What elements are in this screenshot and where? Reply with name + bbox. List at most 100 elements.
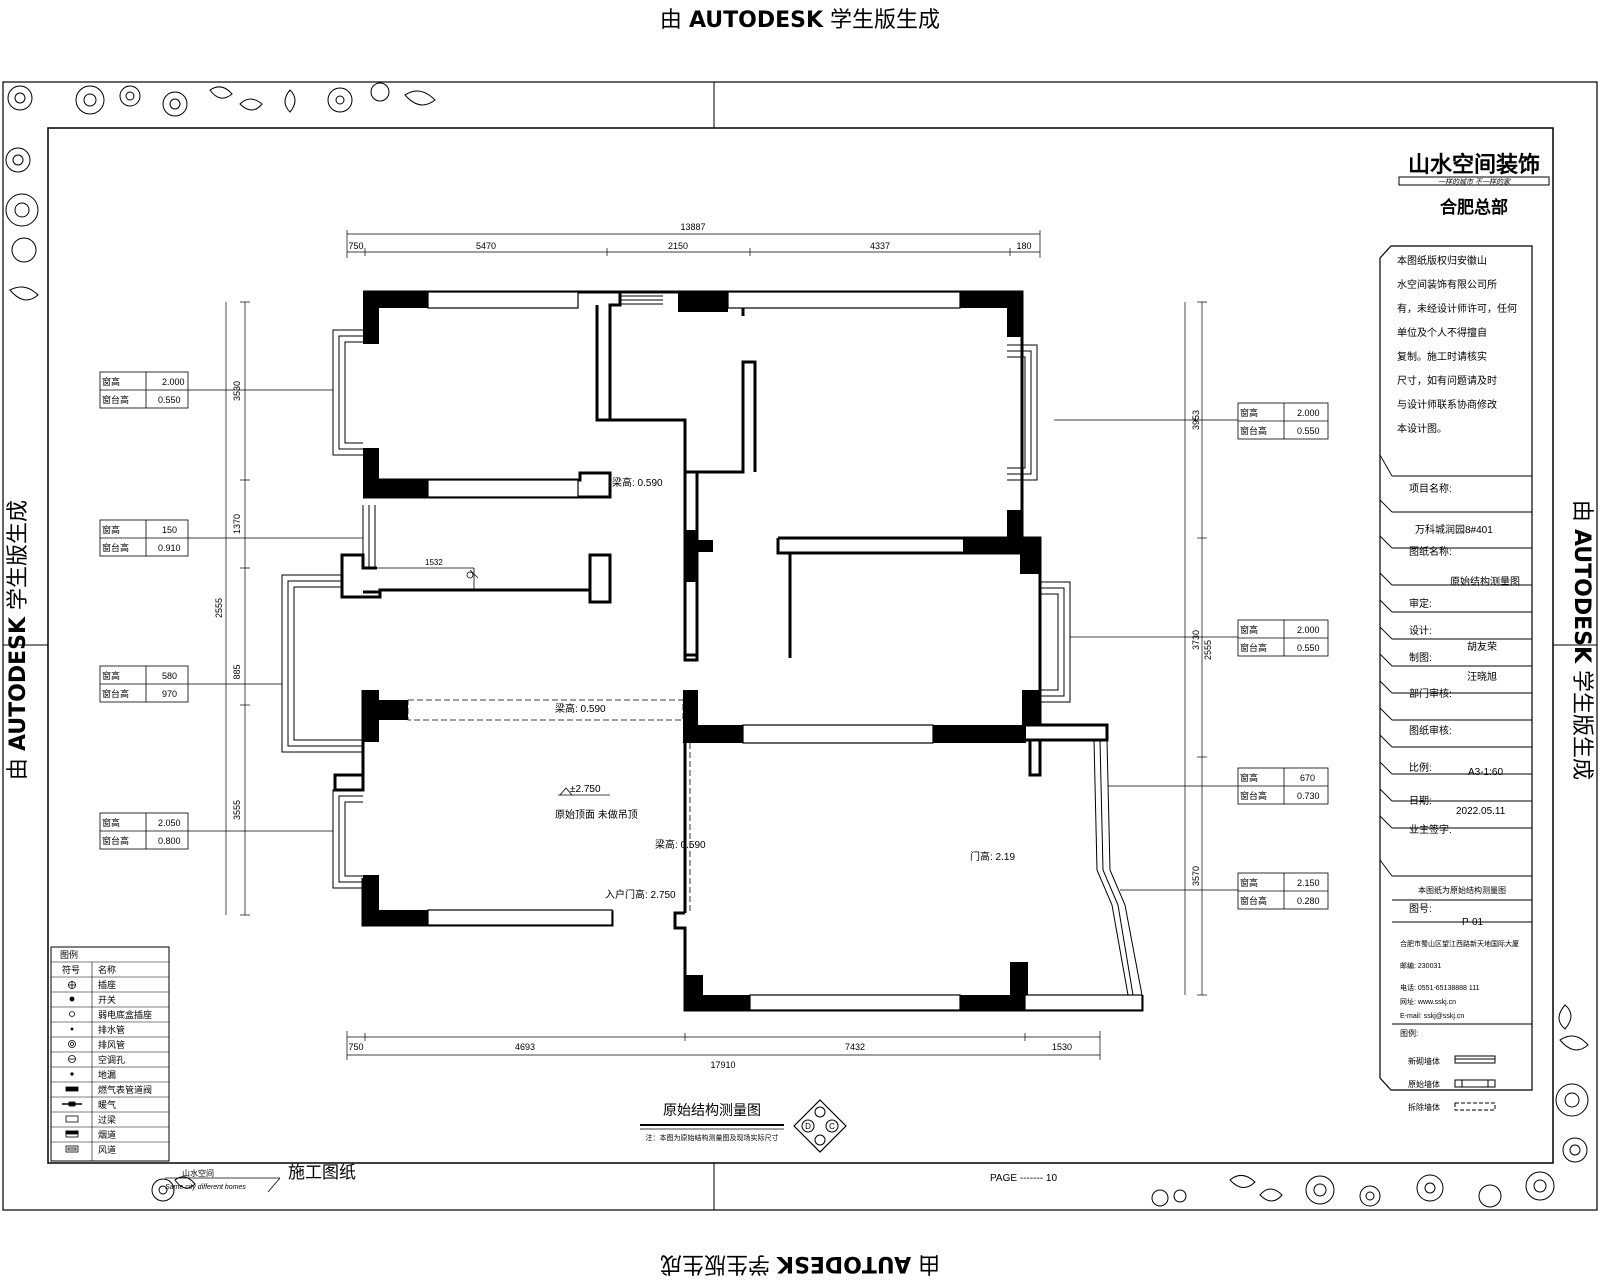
legend-item: 暖气 (98, 1099, 116, 1110)
notice-line: 有，未经设计师许可，任何 (1397, 302, 1517, 315)
company-email: E-mail: sskj@sskj.cn (1400, 1013, 1464, 1020)
svg-text:2.050: 2.050 (158, 818, 181, 828)
window-callout: 窗高 670 窗台高 0.730 (1237, 767, 1329, 805)
svg-text:0.550: 0.550 (158, 395, 181, 405)
beam-label: 梁高: 0.590 (655, 838, 706, 851)
decor-top-left (5, 82, 436, 301)
company-slogan-box (1398, 176, 1550, 186)
window-callouts-left: 窗高 2.000 窗台高 0.550 窗高 150 窗台高 0.910 窗高 5… (99, 371, 189, 850)
svg-text:0.910: 0.910 (158, 543, 181, 553)
legend-item: 地漏 (98, 1069, 116, 1080)
legend-item: 风道 (98, 1144, 116, 1155)
wm-prefix: 由 (659, 8, 682, 33)
svg-text:窗台高: 窗台高 (1240, 425, 1267, 436)
beam-label: 梁高: 0.590 (612, 476, 663, 489)
window-callout: 窗高 2.150 窗台高 0.280 (1237, 872, 1329, 910)
notice-text: 本图纸版权归安徽山 水空间装饰有限公司所 有，未经设计师许可，任何 单位及个人不… (1397, 254, 1517, 435)
svg-text:窗高: 窗高 (1240, 772, 1258, 783)
dim-top: 2150 (668, 241, 688, 251)
window-callout: 窗高 2.000 窗台高 0.550 (1237, 619, 1329, 657)
company-address: 合肥市蜀山区望江西路新天地国际大厦 (1400, 939, 1519, 948)
legend-item: 空调孔 (98, 1054, 125, 1065)
svg-text:0.800: 0.800 (158, 836, 181, 846)
legend-title: 图例 (60, 949, 78, 960)
dim-bottom: 4693 (515, 1042, 535, 1052)
floor-plan (281, 290, 1144, 1012)
compass-icon: D C (793, 1099, 847, 1153)
svg-text:2.150: 2.150 (1297, 878, 1320, 888)
decor-bottom-left (151, 1176, 196, 1202)
dim-right: 3570 (1191, 866, 1201, 886)
drawing-name-label: 图纸名称: (1409, 545, 1452, 558)
wall-type-swatches (1454, 1055, 1496, 1111)
svg-text:窗高: 窗高 (102, 817, 120, 828)
svg-text:0.550: 0.550 (1297, 426, 1320, 436)
structural-columns (363, 292, 1040, 1010)
window-callout-leaders (188, 389, 1238, 891)
svg-text:窗高: 窗高 (102, 376, 120, 387)
dim-top: 5470 (476, 241, 496, 251)
decor-bottom-right (1151, 1004, 1589, 1208)
svg-text:窗高: 窗高 (1240, 877, 1258, 888)
notice-line: 本设计图。 (1397, 422, 1447, 435)
notice-line: 尺寸，如有问题请及时 (1397, 374, 1497, 387)
watermark-top: 由 AUTODESK 学生版生成 (0, 2, 1600, 34)
dimension-texts: 13887 750 5470 2150 4337 180 750 4693 74… (214, 222, 1213, 1070)
dim-bottom: 750 (348, 1042, 363, 1052)
title-block-frame (1379, 245, 1533, 1091)
inner-dim-label: 1532 (425, 558, 443, 567)
legend-symbols (62, 981, 82, 1153)
date-label: 日期: (1409, 795, 1432, 807)
title-block-rows (1379, 454, 1532, 1025)
legend-item: 排风管 (98, 1039, 125, 1050)
footer-brand: 山水空间 (182, 1168, 214, 1178)
design-label: 设计: (1409, 624, 1432, 637)
inner-dim-marker (377, 567, 479, 590)
company-branch: 合肥总部 (1440, 197, 1508, 217)
wm-suffix: 学生版生成 (830, 8, 941, 33)
legend-header: 名称 (98, 964, 116, 975)
svg-text:150: 150 (162, 525, 177, 535)
svg-text:窗高: 窗高 (102, 670, 120, 681)
dim-left: 2555 (214, 598, 224, 618)
legend-block-item: 拆除墙体 (1408, 1102, 1440, 1112)
notice-line: 单位及个人不得擅自 (1397, 326, 1487, 339)
window-frames (281, 295, 1143, 996)
svg-text:窗台高: 窗台高 (1240, 895, 1267, 906)
balcony-door-label: 门高: 2.19 (970, 850, 1015, 863)
review-label: 审定: (1409, 597, 1432, 610)
note-text: 本图纸为原始结构测量图 (1418, 885, 1506, 895)
svg-text:580: 580 (162, 671, 177, 681)
company-web: 网址: www.sskj.cn (1400, 997, 1456, 1006)
notice-line: 复制。施工时请核实 (1397, 350, 1487, 363)
wall-openings (407, 291, 1143, 1011)
project-value: 万科城润园8#401 (1415, 523, 1493, 536)
dim-top: 750 (348, 241, 363, 251)
svg-text:窗高: 窗高 (102, 524, 120, 535)
level-label: ±2.750 (570, 784, 601, 795)
svg-text:670: 670 (1300, 773, 1315, 783)
draw-value: 汪晓旭 (1467, 671, 1497, 683)
design-value: 胡友荣 (1467, 640, 1497, 653)
dim-top-total: 13887 (680, 222, 705, 232)
window-callout: 窗高 2.000 窗台高 0.550 (99, 371, 189, 409)
svg-text:970: 970 (162, 689, 177, 699)
svg-text:窗台高: 窗台高 (102, 835, 129, 846)
date-value: 2022.05.11 (1456, 806, 1506, 817)
legend-header: 符号 (62, 964, 80, 975)
dept-label: 部门审核: (1409, 687, 1452, 700)
window-callouts-right: 窗高 2.000 窗台高 0.550 窗高 2.000 窗台高 0.550 窗高… (1237, 402, 1329, 910)
dim-bottom: 1530 (1052, 1042, 1072, 1052)
footer-label: 施工图纸 (288, 1163, 356, 1182)
svg-text:窗高: 窗高 (1240, 624, 1258, 635)
wm-brand: AUTODESK (688, 8, 824, 33)
svg-text:2.000: 2.000 (1297, 408, 1320, 418)
window-callout: 窗高 2.000 窗台高 0.550 (1237, 402, 1329, 440)
number-value: P-01 (1462, 917, 1484, 928)
drawing-subtitle: 注：本图为原始结构测量图及现场实际尺寸 (646, 1133, 779, 1142)
chief-label: 图纸审核: (1409, 724, 1452, 737)
legend-item: 开关 (98, 994, 116, 1005)
notice-line: 本图纸版权归安徽山 (1397, 254, 1487, 267)
legend-item: 过梁 (98, 1114, 116, 1125)
